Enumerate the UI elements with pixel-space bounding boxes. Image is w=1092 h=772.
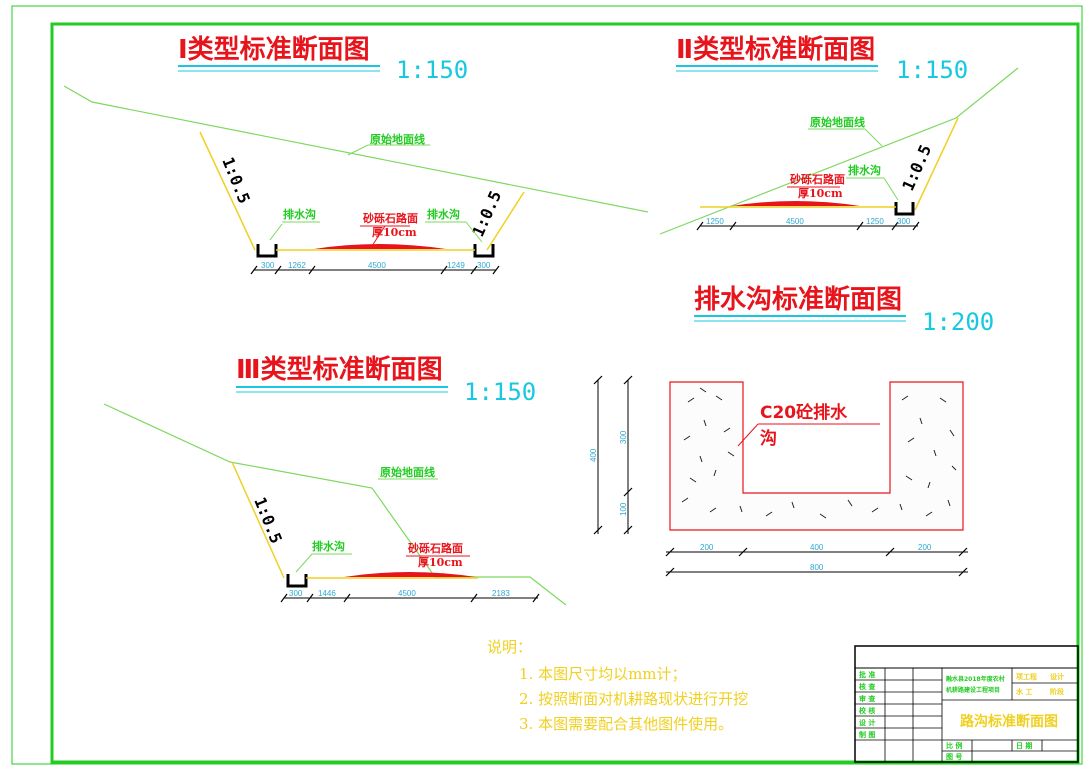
section-2-ground-label: 原始地面线 — [810, 115, 865, 129]
section-2: Ⅱ类型标准断面图 1:150 原始地面线 1:0.5 排水沟 砂砾石路面 厚10… — [659, 34, 1019, 235]
section-2-scale: 1:150 — [896, 56, 968, 84]
ditch-material: C20砼排水 — [760, 402, 848, 423]
tb-role2-a: 水 工 — [1016, 687, 1032, 696]
s2-dim-3: 1250 — [866, 217, 884, 226]
s2-dim-2: 4500 — [786, 217, 804, 226]
tb-scale-label: 比 例 — [946, 741, 962, 750]
ditch-detail: 排水沟标准断面图 1:200 C20砼排水 沟 — [589, 284, 994, 577]
section-3-slope: 1:0.5 — [250, 494, 286, 546]
outer-frame — [11, 5, 1083, 765]
s1-dim-5: 300 — [477, 261, 491, 270]
s1-dim-4: 1249 — [447, 261, 465, 270]
s2-dim-1: 1250 — [706, 217, 724, 226]
ditch-vdim-2: 300 — [619, 430, 628, 444]
ditch-title: 排水沟标准断面图 — [694, 284, 902, 315]
section-1-ground-label: 原始地面线 — [370, 132, 425, 146]
section-3-ground-line — [103, 403, 567, 606]
section-3-ground-label: 原始地面线 — [380, 465, 435, 479]
s3-dim-3: 4500 — [398, 589, 416, 598]
s3-dim-4: 2183 — [492, 589, 510, 598]
section-1-slope-left: 1:0.5 — [218, 154, 254, 206]
section-1-ground-line — [63, 85, 649, 213]
s1-dim-2: 1262 — [288, 261, 306, 270]
section-1-title: Ⅰ类型标准断面图 — [178, 34, 370, 65]
section-1-scale: 1:150 — [396, 56, 468, 84]
tb-label-6: 制 图 — [859, 730, 875, 739]
ditch-outline — [669, 381, 964, 531]
s2-dim-4: 300 — [897, 217, 911, 226]
section-3-title: Ⅲ类型标准断面图 — [236, 354, 443, 385]
ditch-material-2: 沟 — [760, 428, 777, 449]
tb-role2-b: 阶段 — [1050, 687, 1064, 696]
title-block: 批 准 核 查 审 查 校 核 设 计 制 图 融水县2018年度农村 机耕路建… — [854, 645, 1079, 763]
tb-role1-a: 项工程 — [1016, 672, 1037, 681]
section-2-pave-thick: 厚10cm — [798, 187, 843, 200]
section-1-ditch-right: 排水沟 — [427, 207, 460, 221]
section-3: Ⅲ类型标准断面图 1:150 原始地面线 1:0.5 排水沟 砂砾石路面 厚10… — [103, 354, 567, 606]
section-2-ground-line — [659, 67, 1019, 235]
note-3: 3. 本图需要配合其他图件使用。 — [519, 715, 733, 733]
section-1-pave-label: 砂砾石路面 — [363, 211, 418, 225]
tb-label-2: 核 查 — [859, 682, 876, 691]
ditch-hdim-2: 400 — [810, 543, 824, 552]
tb-date-label: 日 期 — [1016, 741, 1032, 750]
s3-dim-2: 1446 — [318, 589, 336, 598]
ditch-hdim-1: 200 — [700, 543, 714, 552]
tb-label-3: 审 查 — [859, 694, 876, 703]
s1-dim-3: 4500 — [368, 261, 386, 270]
section-3-pave-label: 砂砾石路面 — [408, 541, 463, 555]
s3-dim-1: 300 — [289, 589, 303, 598]
section-3-scale: 1:150 — [464, 378, 536, 406]
section-2-ditch: 排水沟 — [848, 163, 881, 177]
ditch-vdim-1: 400 — [589, 448, 598, 462]
section-3-ditch: 排水沟 — [312, 539, 345, 553]
tb-role1-b: 设计 — [1050, 672, 1064, 681]
tb-label-1: 批 准 — [859, 670, 875, 679]
section-2-slope: 1:0.5 — [898, 142, 935, 194]
section-1-ditch-left: 排水沟 — [283, 207, 316, 221]
notes-heading: 说明： — [487, 638, 532, 656]
section-1: Ⅰ类型标准断面图 1:150 原始地面线 1:0.5 1:0.5 排水沟 排水沟… — [63, 34, 649, 275]
concrete-hatch — [681, 387, 957, 519]
ditch-scale: 1:200 — [922, 308, 994, 336]
note-2: 2. 按照断面对机耕路现状进行开挖 — [519, 690, 748, 708]
tb-project-1: 融水县2018年度农村 — [946, 675, 1005, 683]
tb-drawing-title: 路沟标准断面图 — [960, 713, 1058, 730]
tb-project-2: 机耕路建设工程项目 — [946, 686, 1000, 694]
ditch-hdim-3: 200 — [918, 543, 932, 552]
tb-label-5: 设 计 — [859, 718, 875, 727]
tb-label-4: 校 核 — [859, 706, 875, 715]
section-1-pave-thick: 厚10cm — [372, 226, 417, 239]
s1-dim-1: 300 — [261, 261, 275, 270]
section-2-pave-label: 砂砾石路面 — [790, 172, 845, 186]
ditch-vdim-3: 100 — [619, 502, 628, 516]
section-2-title: Ⅱ类型标准断面图 — [676, 34, 875, 65]
inner-frame — [50, 22, 1080, 764]
section-3-pave-thick: 厚10cm — [418, 556, 463, 569]
tb-number-label: 图 号 — [946, 752, 962, 761]
ditch-total: 800 — [810, 563, 824, 572]
note-1: 1. 本图尺寸均以mm计； — [519, 665, 687, 683]
notes: 说明： 1. 本图尺寸均以mm计； 2. 按照断面对机耕路现状进行开挖 3. 本… — [487, 638, 748, 733]
